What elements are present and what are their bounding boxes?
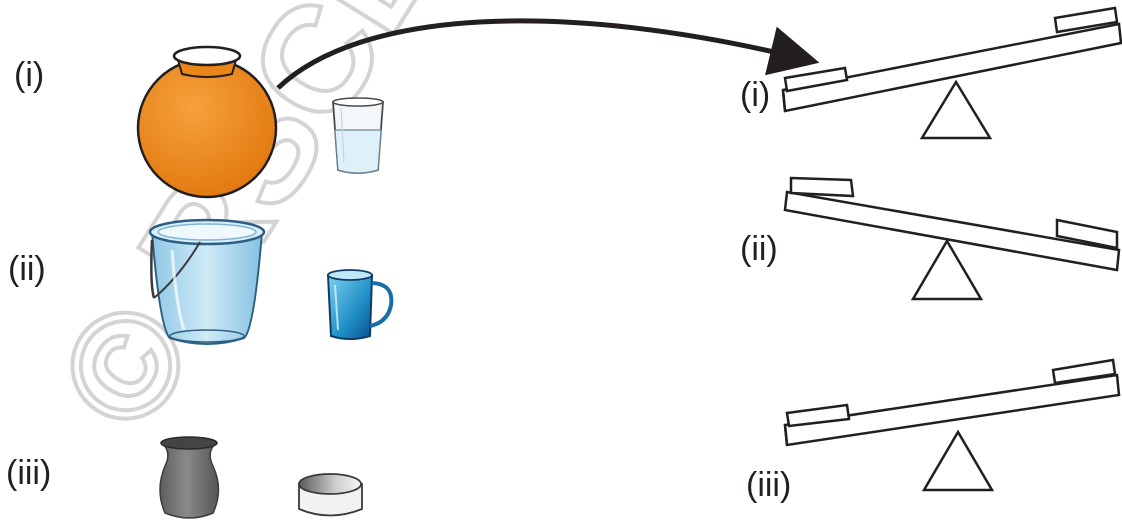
label-left-i: (i) (14, 56, 45, 94)
clay-vessel-icon (159, 436, 220, 519)
water-glass-icon (332, 97, 384, 174)
matka-pot-icon (136, 45, 278, 199)
seesaw-balance-icon (783, 176, 1121, 301)
mug-icon (326, 269, 394, 340)
seesaw-balance-icon (781, 6, 1122, 140)
bowl-icon (298, 473, 363, 517)
label-right-i: (i) (740, 76, 771, 114)
label-right-iii: (iii) (746, 466, 792, 504)
seesaw-balance-icon (783, 358, 1121, 492)
bucket-icon (148, 218, 266, 345)
label-left-ii: (ii) (8, 250, 46, 288)
label-left-iii: (iii) (6, 454, 52, 492)
label-right-ii: (ii) (740, 230, 778, 268)
curved-arrow-icon (276, 18, 820, 90)
